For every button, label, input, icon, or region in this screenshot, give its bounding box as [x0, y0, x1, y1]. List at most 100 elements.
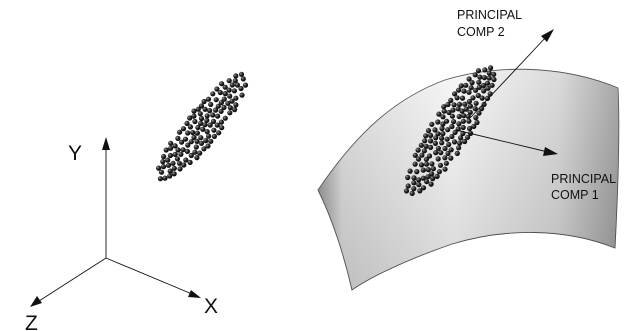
- data-point: [197, 150, 203, 156]
- data-point: [448, 147, 454, 153]
- data-point: [429, 171, 435, 177]
- data-point: [466, 98, 472, 105]
- data-point: [433, 135, 439, 141]
- pc1-label-line2: COMP 1: [551, 188, 599, 202]
- data-point: [451, 119, 457, 125]
- data-point: [414, 169, 420, 175]
- data-point: [456, 113, 462, 120]
- data-point: [412, 161, 418, 167]
- data-point: [411, 180, 417, 186]
- data-point: [158, 169, 165, 175]
- data-point: [467, 103, 473, 109]
- data-point: [484, 95, 491, 101]
- data-point: [233, 102, 239, 108]
- data-point: [165, 157, 171, 163]
- data-point: [440, 114, 446, 120]
- data-point: [192, 149, 198, 155]
- data-point: [407, 168, 413, 174]
- data-point: [219, 81, 225, 87]
- data-point: [466, 76, 472, 82]
- data-point: [198, 135, 204, 141]
- data-point: [425, 128, 432, 134]
- data-point: [468, 85, 474, 91]
- data-point: [221, 96, 227, 102]
- data-point: [198, 115, 205, 122]
- data-point: [456, 145, 462, 151]
- data-point: [185, 130, 191, 136]
- data-point: [232, 78, 238, 84]
- data-point: [452, 91, 458, 97]
- pc1-arrowhead: [543, 147, 558, 156]
- data-point: [436, 169, 442, 175]
- data-point: [409, 190, 415, 196]
- data-point: [474, 119, 480, 126]
- data-point: [429, 161, 435, 167]
- data-point: [204, 113, 210, 119]
- data-point: [238, 71, 245, 77]
- data-point: [215, 103, 221, 109]
- data-point: [452, 129, 458, 135]
- data-point: [180, 147, 186, 153]
- data-point: [440, 121, 446, 127]
- data-point: [439, 140, 445, 146]
- data-point: [481, 75, 487, 81]
- data-point: [208, 138, 214, 144]
- data-point: [167, 173, 173, 179]
- data-point: [240, 76, 246, 82]
- data-point: [214, 86, 220, 92]
- data-point: [436, 111, 442, 117]
- data-point: [448, 97, 454, 103]
- pc2-label-line2: COMP 2: [457, 25, 505, 39]
- data-point: [439, 125, 445, 132]
- data-point: [480, 82, 487, 89]
- data-point: [198, 103, 205, 109]
- data-point: [190, 129, 196, 136]
- data-point: [412, 152, 418, 158]
- data-point: [443, 160, 449, 166]
- data-point: [187, 124, 193, 130]
- data-point: [177, 166, 183, 172]
- data-point: [460, 124, 466, 131]
- point-cloud-raw: [156, 71, 249, 182]
- data-point: [472, 106, 478, 112]
- data-point: [405, 183, 411, 189]
- pc1-label-line1: PRINCIPAL: [551, 172, 616, 186]
- data-point: [178, 151, 184, 157]
- data-point: [459, 95, 466, 101]
- data-point: [168, 140, 174, 146]
- data-point: [198, 140, 205, 146]
- data-point: [473, 87, 479, 93]
- data-point: [463, 106, 469, 112]
- data-point: [194, 130, 200, 136]
- data-point: [425, 174, 431, 180]
- data-point: [456, 101, 463, 107]
- data-point: [227, 105, 233, 111]
- data-point: [188, 152, 194, 159]
- data-point: [403, 188, 410, 194]
- data-point: [174, 156, 180, 162]
- data-point: [446, 141, 452, 148]
- data-point: [239, 92, 245, 98]
- data-point: [430, 166, 436, 172]
- data-point: [458, 135, 464, 141]
- data-point: [233, 95, 239, 101]
- data-point: [476, 110, 482, 116]
- data-point: [420, 167, 426, 173]
- data-point: [479, 95, 485, 101]
- y-axis-label: Y: [68, 142, 82, 165]
- data-point: [439, 135, 445, 141]
- data-point: [183, 157, 189, 163]
- data-point: [416, 177, 422, 183]
- data-point: [157, 176, 163, 182]
- data-point: [214, 122, 220, 128]
- data-point: [467, 109, 473, 115]
- data-point: [222, 91, 228, 97]
- data-point: [469, 80, 475, 86]
- data-point: [179, 139, 185, 145]
- data-point: [449, 133, 455, 140]
- data-point: [441, 104, 447, 110]
- data-point: [456, 121, 462, 127]
- data-point: [466, 89, 472, 95]
- data-point: [444, 118, 450, 124]
- data-point: [435, 145, 441, 151]
